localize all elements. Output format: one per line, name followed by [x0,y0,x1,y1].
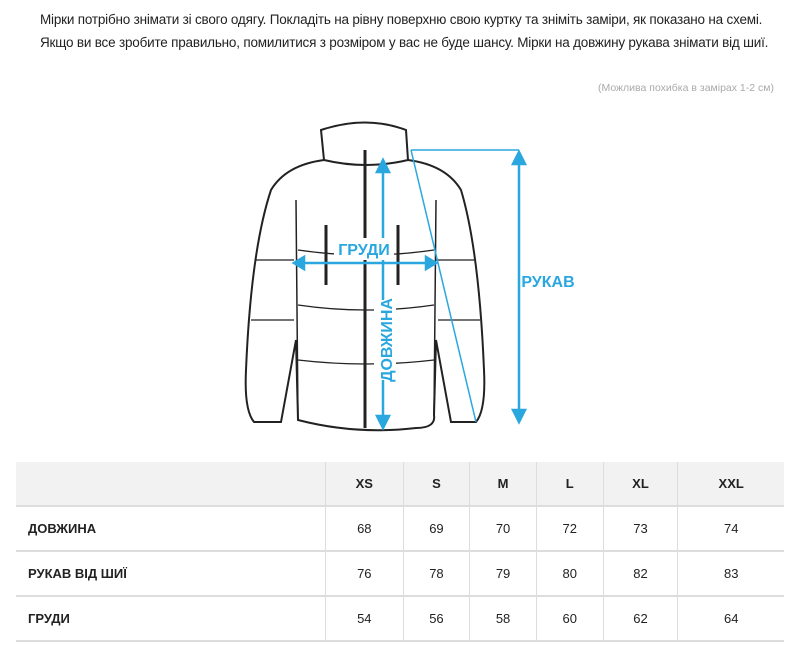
arrow-icon [374,414,392,431]
table-header-row: XS S M L XL XXL [16,462,784,507]
cell: 56 [402,596,470,642]
size-header: S [402,462,470,507]
measurement-error-note: (Можлива похибка в замірах 1-2 см) [597,82,774,94]
chest-label: ГРУДИ [338,242,390,259]
cell: 79 [469,551,537,597]
cell: 72 [535,506,604,552]
arrow-icon [510,408,528,425]
cell: 58 [469,596,537,642]
jacket-diagram: ГРУДИ ДОВЖИНА РУКАВ [236,110,576,445]
size-header: XXL [677,462,784,507]
cell: 54 [325,596,404,642]
size-header: L [535,462,604,507]
size-table: XS S M L XL XXL ДОВЖИНА 68 69 70 72 73 7… [16,462,784,642]
cell: 82 [602,551,678,597]
arrow-icon [291,254,306,272]
cell: 64 [677,596,784,642]
cell: 69 [402,506,470,552]
intro-text: Мірки потрібно знімати зі свого одягу. П… [40,12,769,50]
table-row: ГРУДИ 54 56 58 60 62 64 [16,596,784,642]
size-header: XL [602,462,678,507]
table-row: РУКАВ ВІД ШИЇ 76 78 79 80 82 83 [16,551,784,597]
jacket-illustration: ГРУДИ ДОВЖИНА РУКАВ [244,121,575,432]
row-label: РУКАВ ВІД ШИЇ [16,551,326,597]
cell: 83 [677,551,784,597]
cell: 80 [535,551,604,597]
row-label: ДОВЖИНА [16,506,326,552]
cell: 62 [602,596,678,642]
cell: 76 [325,551,404,597]
size-header: M [469,462,537,507]
cell: 68 [325,506,404,552]
table-row: ДОВЖИНА 68 69 70 72 73 74 [16,506,784,552]
arrow-icon [424,254,439,272]
cell: 74 [677,506,784,552]
cell: 70 [469,506,537,552]
length-label: ДОВЖИНА [379,298,396,382]
cell: 73 [602,506,678,552]
cell: 78 [402,551,470,597]
cell: 60 [535,596,604,642]
arrow-icon [510,149,528,166]
size-header: XS [325,462,404,507]
sleeve-label: РУКАВ [521,274,574,291]
row-label: ГРУДИ [16,596,326,642]
arrow-icon [374,157,392,174]
